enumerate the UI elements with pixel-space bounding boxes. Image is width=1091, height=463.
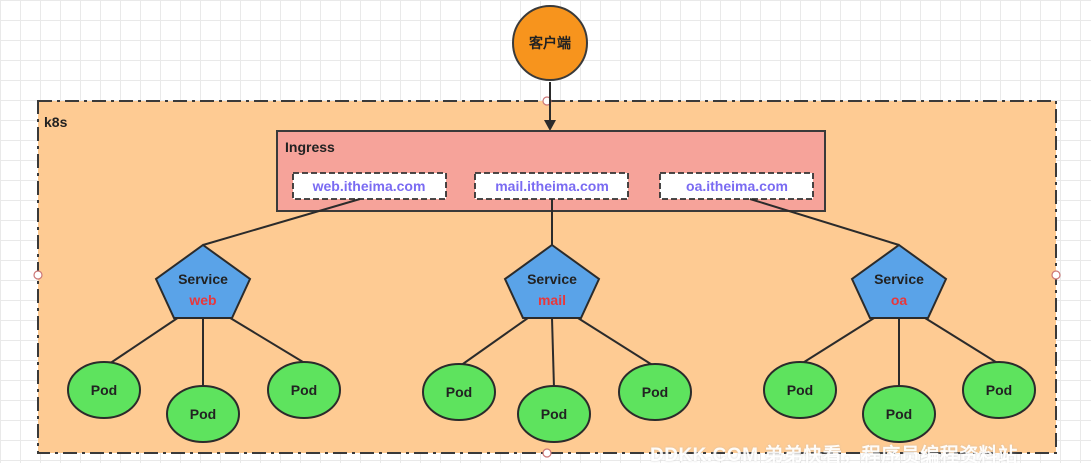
pod-oa-3[interactable]: Pod [962,361,1036,419]
host-box-web[interactable]: web.itheima.com [292,172,447,200]
service-web-title: Service [178,271,228,287]
web-pod-edges [105,312,304,388]
pod-web-1[interactable]: Pod [67,361,141,419]
service-oa-title: Service [874,271,924,287]
pod-label: Pod [886,406,912,422]
pod-web-3[interactable]: Pod [267,361,341,419]
service-mail-title: Service [527,271,577,287]
pod-label: Pod [787,382,813,398]
selection-handle-left[interactable] [33,270,43,280]
k8s-label: k8s [44,114,68,130]
selection-handle-right[interactable] [1051,270,1061,280]
mail-pod-edges [459,312,655,389]
pod-label: Pod [291,382,317,398]
ingress-label: Ingress [285,139,335,155]
pod-web-2[interactable]: Pod [166,385,240,443]
watermark-text: DDKK.COM 弟弟快看，程序员编程资料站 [650,445,1018,463]
host-mail-text: mail.itheima.com [495,178,609,194]
oa-pod-edges [800,312,1000,388]
selection-handle-bottom[interactable] [542,448,552,458]
pod-mail-1[interactable]: Pod [422,363,496,421]
host-oa-text: oa.itheima.com [686,178,788,194]
pod-oa-2[interactable]: Pod [862,385,936,443]
service-oa-name: oa [891,292,908,308]
edge-oa-host-to-service [749,198,900,246]
pod-label: Pod [91,382,117,398]
client-node[interactable] [512,5,588,81]
arrow-head-icon [544,120,556,131]
host-web-text: web.itheima.com [312,178,426,194]
edge-web-host-to-service [202,198,361,246]
client-label: 客户端 [528,35,571,51]
service-web-name: web [188,292,216,308]
service-oa[interactable]: Service oa [850,243,948,319]
host-box-oa[interactable]: oa.itheima.com [659,172,814,200]
pod-mail-2[interactable]: Pod [517,385,591,443]
pod-label: Pod [642,384,668,400]
host-box-mail[interactable]: mail.itheima.com [474,172,629,200]
pod-mail-3[interactable]: Pod [618,363,692,421]
pod-label: Pod [541,406,567,422]
service-mail-name: mail [538,292,566,308]
pod-label: Pod [190,406,216,422]
service-web[interactable]: Service web [154,243,252,319]
pod-oa-1[interactable]: Pod [763,361,837,419]
service-mail[interactable]: Service mail [503,243,601,319]
pod-label: Pod [446,384,472,400]
pod-label: Pod [986,382,1012,398]
